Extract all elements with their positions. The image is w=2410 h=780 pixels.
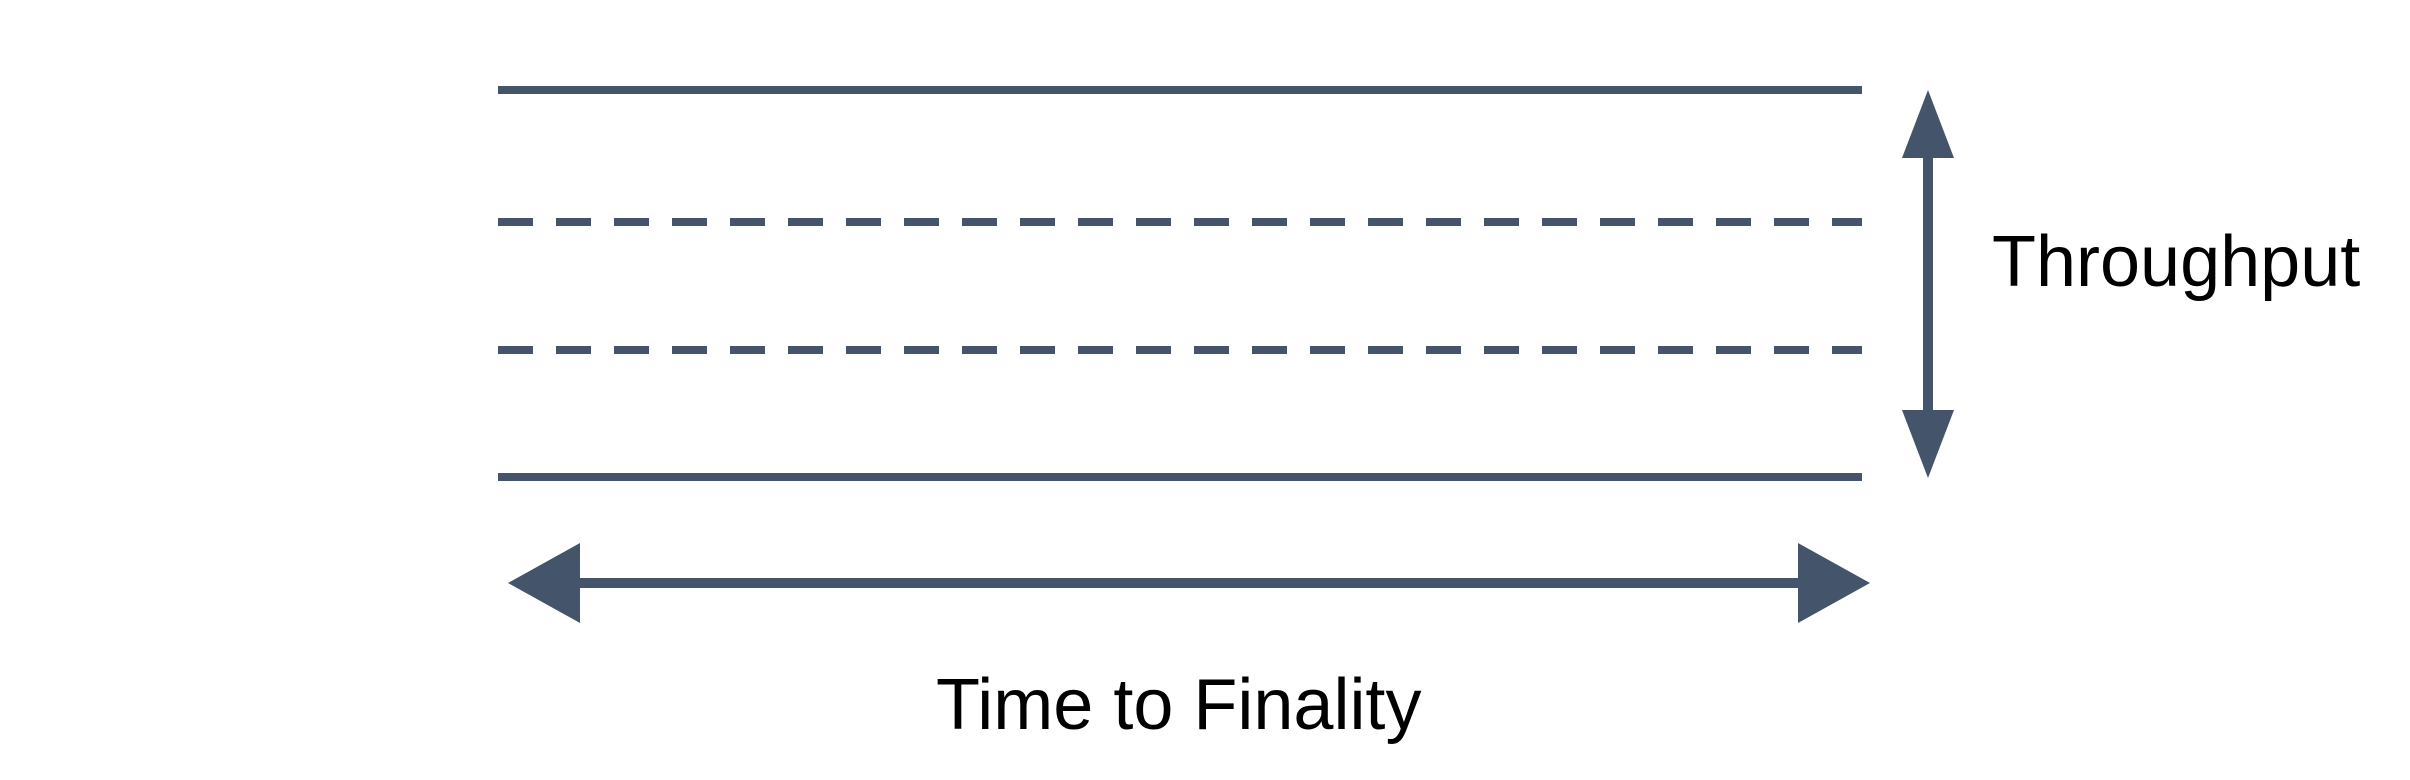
time-to-finality-arrow: [508, 543, 1870, 623]
time-to-finality-axis-label: Time to Finality: [936, 665, 1422, 745]
throughput-arrow: [1902, 90, 1954, 478]
throughput-arrow-head-down: [1902, 410, 1954, 478]
throughput-axis-label: Throughput: [1992, 222, 2361, 302]
lane-lines-group: [498, 86, 1862, 481]
time-to-finality-arrow-head-right: [1798, 543, 1870, 623]
throughput-arrow-shaft: [1923, 158, 1933, 410]
throughput-arrow-head-up: [1902, 90, 1954, 158]
time-to-finality-arrow-head-left: [508, 543, 580, 623]
time-to-finality-arrow-shaft: [580, 578, 1798, 588]
